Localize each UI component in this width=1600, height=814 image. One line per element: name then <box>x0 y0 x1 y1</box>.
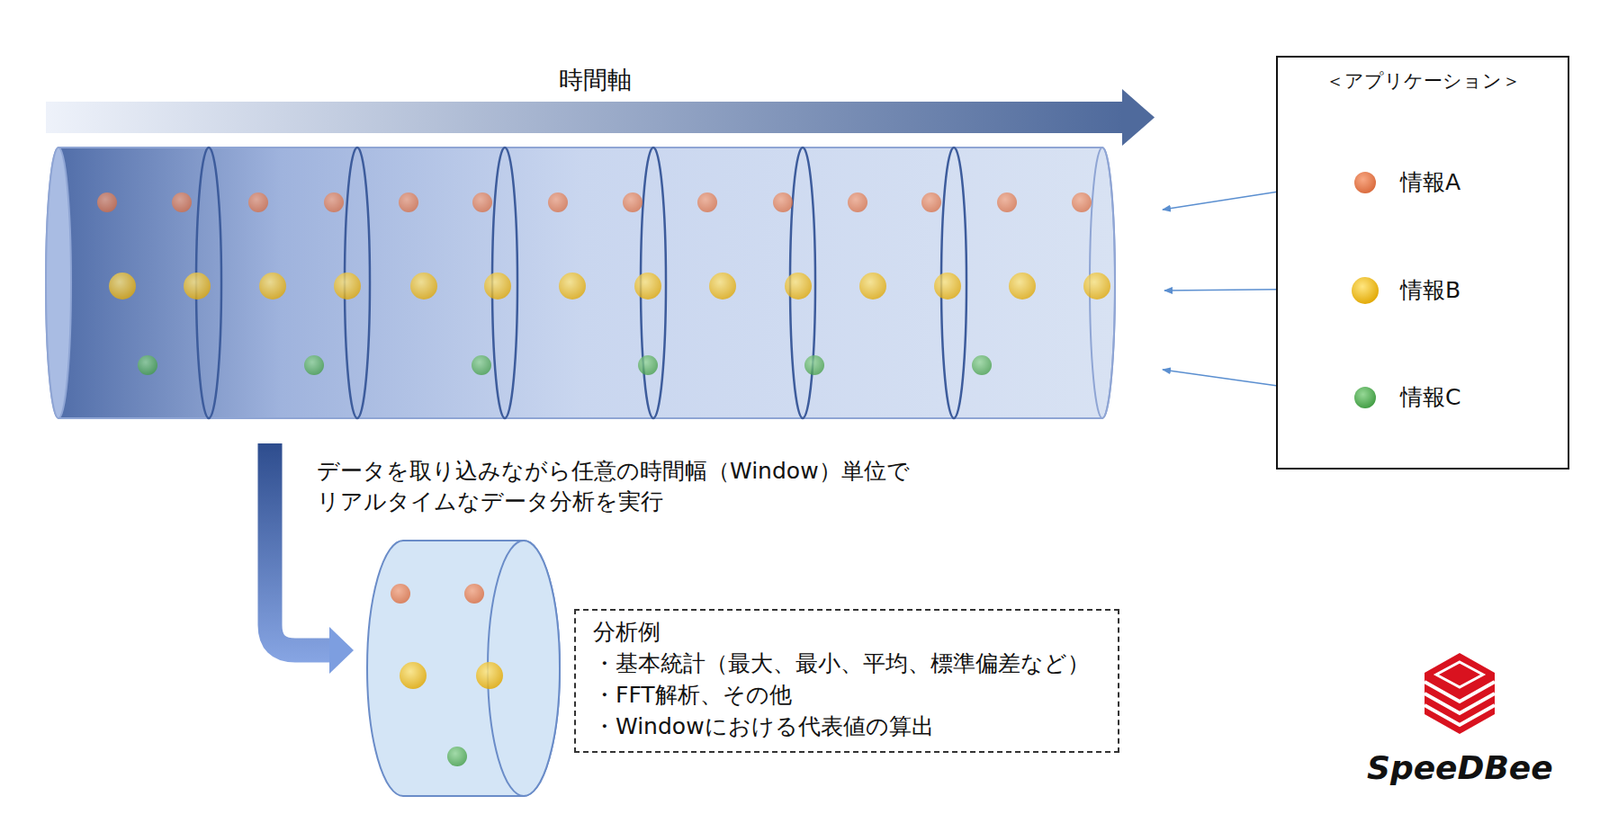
info-item: 情報A <box>1353 168 1461 198</box>
time-axis-arrow <box>45 89 1155 146</box>
note-item: ・基本統計（最大、最小、平均、標準偏差など） <box>593 647 1101 680</box>
description-text: データを取り込みながら任意の時間幅（Window）単位で リアルタイムなデータ分… <box>316 456 916 518</box>
note-item: ・FFT解析、その他 <box>593 679 1101 711</box>
logo-text: SpeeDBee <box>1366 746 1554 790</box>
axis-label-holder: 時間軸 <box>558 63 632 96</box>
info-label: 情報B <box>1400 276 1461 306</box>
info-dot <box>1353 170 1377 195</box>
axis-label: 時間軸 <box>558 63 632 96</box>
info-dot-circle <box>1351 277 1379 305</box>
application-panel: ＜アプリケーション＞ 情報A 情報B 情報C <box>1276 55 1570 470</box>
logo-text-holder: SpeeDBee <box>1366 746 1554 790</box>
logo-cube <box>1424 653 1495 735</box>
info-item: 情報B <box>1350 276 1461 306</box>
info-dot <box>1350 276 1380 306</box>
info-label: 情報C <box>1400 383 1461 413</box>
description-text-holder: データを取り込みながら任意の時間幅（Window）単位で リアルタイムなデータ分… <box>316 456 916 518</box>
info-item: 情報C <box>1353 383 1461 413</box>
note-heading: 分析例 <box>593 616 1101 648</box>
panel-title: ＜アプリケーション＞ <box>1277 68 1568 94</box>
data-stream-cylinder <box>45 147 1115 419</box>
info-dot-circle <box>1354 386 1376 409</box>
note-item: ・Windowにおける代表値の算出 <box>593 710 1101 743</box>
info-label: 情報A <box>1400 168 1461 198</box>
info-dot <box>1353 386 1377 410</box>
info-dot-circle <box>1354 171 1376 194</box>
analysis-note-box: 分析例・基本統計（最大、最小、平均、標準偏差など）・FFT解析、その他・Wind… <box>574 609 1120 754</box>
window-cylinder <box>367 540 560 797</box>
